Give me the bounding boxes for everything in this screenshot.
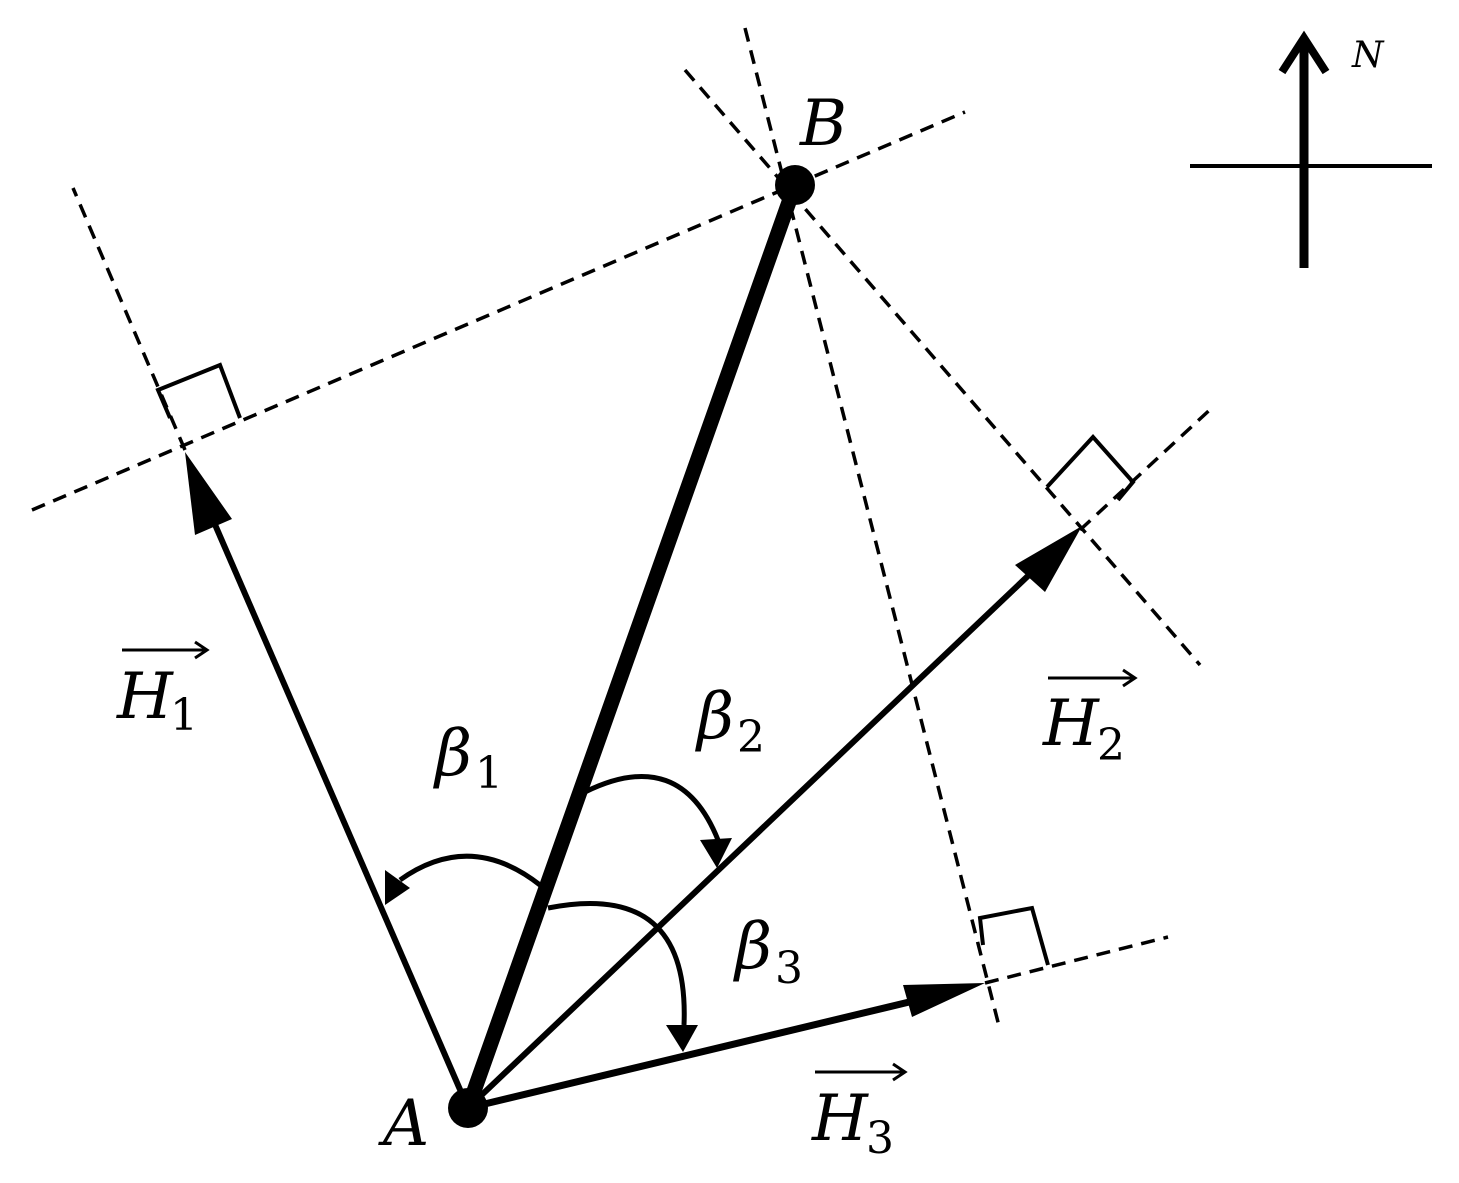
label-h3-subscript: 3 bbox=[866, 1113, 894, 1164]
perp-line-h2 bbox=[1078, 403, 1217, 532]
label-point-a: A bbox=[378, 1087, 429, 1161]
arc-beta1 bbox=[398, 853, 542, 887]
label-point-b: B bbox=[799, 87, 847, 161]
perp-line-h3 bbox=[984, 935, 1169, 985]
label-beta2-symbol: β bbox=[695, 680, 734, 754]
compass-label: N bbox=[1351, 35, 1385, 76]
label-h1-subscript: 1 bbox=[170, 690, 198, 741]
right-angle-h2 bbox=[1045, 434, 1136, 502]
point-b bbox=[775, 165, 815, 205]
right-angle-h3 bbox=[977, 905, 1050, 966]
angle-arcs bbox=[385, 774, 732, 1052]
label-h1: H 1 bbox=[116, 640, 210, 741]
segment-ab bbox=[460, 177, 803, 1116]
label-h3-symbol: H bbox=[811, 1082, 869, 1156]
label-beta1-subscript: 1 bbox=[475, 748, 503, 799]
arc-beta2-arrowhead bbox=[700, 838, 732, 868]
arc-beta3 bbox=[547, 901, 687, 1026]
label-beta3-subscript: 3 bbox=[775, 943, 803, 994]
vector-h1 bbox=[197, 488, 471, 1110]
vector-h2-arrowhead bbox=[1015, 526, 1082, 592]
point-a bbox=[448, 1088, 488, 1128]
label-beta3-symbol: β bbox=[733, 910, 772, 984]
construction-lines bbox=[31, 27, 1217, 1031]
label-beta1: β 1 bbox=[433, 717, 503, 799]
arc-beta2 bbox=[583, 774, 721, 841]
label-beta2-subscript: 2 bbox=[737, 712, 765, 763]
vector-h2 bbox=[465, 552, 1053, 1111]
label-beta1-symbol: β bbox=[433, 717, 472, 791]
right-angle-h1 bbox=[155, 362, 242, 419]
perp-line-h1 bbox=[31, 110, 966, 512]
label-h3: H 3 bbox=[811, 1062, 908, 1164]
arc-beta3-arrowhead bbox=[666, 1025, 698, 1052]
compass: N bbox=[1190, 30, 1432, 268]
label-h2: H 2 bbox=[1042, 668, 1138, 771]
label-beta2: β 2 bbox=[695, 680, 765, 763]
vector-h3-arrowhead bbox=[903, 983, 985, 1017]
vector-h1-arrowhead bbox=[185, 452, 232, 535]
compass-arrow-icon bbox=[1278, 30, 1330, 75]
label-h1-symbol: H bbox=[116, 660, 174, 734]
vector-h3 bbox=[467, 993, 931, 1112]
arc-beta1-arrowhead bbox=[385, 870, 410, 905]
label-beta3: β 3 bbox=[733, 910, 803, 994]
b-to-h2-line bbox=[683, 68, 1202, 667]
label-h2-symbol: H bbox=[1042, 687, 1100, 761]
label-h2-subscript: 2 bbox=[1097, 720, 1125, 771]
right-angle-markers bbox=[155, 362, 1136, 966]
